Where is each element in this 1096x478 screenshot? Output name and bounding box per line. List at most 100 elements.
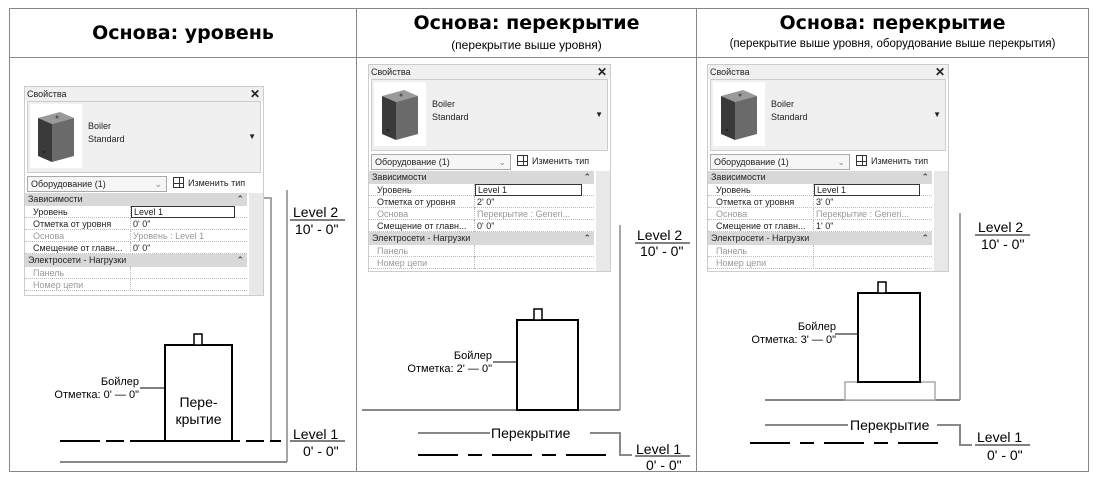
property-label: Основа xyxy=(377,208,475,220)
collapse-icon[interactable]: ⌃ xyxy=(583,233,591,243)
dropdown-arrow-icon[interactable]: ▼ xyxy=(248,132,256,141)
column-header-2: Основа: перекрытие (перекрытие выше уров… xyxy=(357,8,696,58)
level-2-elevation: 10' - 0" xyxy=(981,236,1025,252)
edit-type-icon xyxy=(517,155,528,166)
floor-label[interactable]: Перекрытие xyxy=(850,417,930,433)
property-label: Панель xyxy=(716,245,814,257)
group-header-constraints[interactable]: Зависимости⌃ xyxy=(25,193,247,206)
category-dropdown[interactable]: Оборудование (1)⌄ xyxy=(27,176,167,192)
property-value[interactable]: 2' 0" xyxy=(477,197,495,207)
collapse-icon[interactable]: ⌃ xyxy=(921,172,929,182)
column-subtitle: (перекрытие выше уровня) xyxy=(451,38,602,52)
property-value: Перекрытие : Generi... xyxy=(477,209,571,219)
collapse-icon[interactable]: ⌃ xyxy=(236,255,244,265)
boiler-name: Бойлер xyxy=(453,350,492,362)
edit-type-button[interactable]: Изменить тип xyxy=(517,155,589,166)
property-label: Уровень xyxy=(377,184,475,196)
column-divider xyxy=(356,8,357,472)
scrollbar[interactable] xyxy=(249,193,263,295)
scrollbar[interactable] xyxy=(934,171,948,271)
edit-type-button[interactable]: Изменить тип xyxy=(173,177,245,188)
group-header-electrical[interactable]: Электросети - Нагрузки⌃ xyxy=(369,232,594,245)
property-value[interactable]: 0' 0" xyxy=(133,219,151,229)
type-variant: Standard xyxy=(771,112,808,122)
close-icon[interactable]: ✕ xyxy=(249,87,260,101)
comparison-table xyxy=(9,8,1089,472)
chevron-down-icon: ⌄ xyxy=(498,157,506,167)
collapse-icon[interactable]: ⌃ xyxy=(236,194,244,204)
close-icon[interactable]: ✕ xyxy=(596,65,607,79)
group-header-electrical[interactable]: Электросети - Нагрузки⌃ xyxy=(708,232,932,245)
floor-label-line: Пере- xyxy=(179,394,218,410)
level-1-elevation: 0' - 0" xyxy=(987,447,1023,463)
property-row: Смещение от главн...0' 0" xyxy=(369,220,594,232)
close-icon[interactable]: ✕ xyxy=(934,65,945,79)
column-subtitle: (перекрытие выше уровня, оборудование вы… xyxy=(729,38,1056,50)
property-label: Номер цепи xyxy=(377,257,475,269)
level-2-label[interactable]: Level 2 xyxy=(637,227,683,243)
edit-type-button[interactable]: Изменить тип xyxy=(856,155,928,166)
property-row: Номер цепи xyxy=(369,257,594,269)
column-title: Основа: перекрытие xyxy=(779,12,1006,34)
dropdown-arrow-icon[interactable]: ▼ xyxy=(595,110,603,119)
property-value[interactable]: 0' 0" xyxy=(477,221,495,231)
boiler-tag[interactable]: Бойлер Отметка: 0' — 0" xyxy=(54,376,139,402)
boiler-tag[interactable]: Бойлер Отметка: 2' — 0" xyxy=(407,350,492,376)
level-2-label[interactable]: Level 2 xyxy=(978,219,1024,235)
property-label: Уровень xyxy=(716,184,814,196)
property-label: Номер цепи xyxy=(716,257,814,269)
boiler-name: Бойлер xyxy=(797,321,836,333)
filter-row: Оборудование (1)⌄ Изменить тип xyxy=(25,173,263,193)
diagram-2 xyxy=(362,225,690,457)
dropdown-arrow-icon[interactable]: ▼ xyxy=(933,110,941,119)
boiler-thumbnail-icon xyxy=(713,82,765,146)
property-row: Смещение от главн...0' 0" xyxy=(25,242,247,254)
level-1-label[interactable]: Level 1 xyxy=(636,441,682,457)
category-value: Оборудование (1) xyxy=(31,179,106,189)
level-2-elevation: 10' - 0" xyxy=(640,243,684,259)
property-label: Номер цепи xyxy=(33,279,131,291)
category-dropdown[interactable]: Оборудование (1) ⌄ xyxy=(371,154,511,170)
category-value: Оборудование (1) xyxy=(714,157,789,167)
level-2-label[interactable]: Level 2 xyxy=(293,204,339,220)
property-value[interactable]: Level 1 xyxy=(131,206,235,218)
level-1-label[interactable]: Level 1 xyxy=(977,429,1023,445)
diagram-3 xyxy=(750,213,1030,446)
panel-title-bar: Свойства✕ xyxy=(708,65,948,79)
category-dropdown[interactable]: Оборудование (1)⌄ xyxy=(710,154,850,170)
group-header-constraints[interactable]: Зависимости⌃ xyxy=(708,171,932,184)
property-value[interactable]: 3' 0" xyxy=(816,197,834,207)
level-1-label[interactable]: Level 1 xyxy=(293,426,339,442)
floor-label[interactable]: Перекрытие xyxy=(491,425,571,441)
property-label: Уровень xyxy=(33,206,131,218)
edit-type-icon xyxy=(173,177,184,188)
group-header-constraints[interactable]: Зависимости⌃ xyxy=(369,171,594,184)
property-value[interactable]: Level 1 xyxy=(814,184,920,196)
collapse-icon[interactable]: ⌃ xyxy=(583,172,591,182)
property-value[interactable]: 1' 0" xyxy=(816,221,834,231)
column-title: Основа: перекрытие xyxy=(413,12,640,34)
column-divider xyxy=(696,8,697,472)
property-value[interactable]: Level 1 xyxy=(475,184,582,196)
level-2-elevation: 10' - 0" xyxy=(295,221,339,237)
boiler-tag[interactable]: Бойлер Отметка: 3' — 0" xyxy=(751,321,836,347)
panel-title-bar: Свойства✕ xyxy=(25,87,263,101)
group-header-electrical[interactable]: Электросети - Нагрузки⌃ xyxy=(25,254,247,267)
edit-type-label: Изменить тип xyxy=(532,156,590,166)
property-value[interactable]: 0' 0" xyxy=(133,243,151,253)
category-value: Оборудование (1) xyxy=(375,157,450,167)
scrollbar[interactable] xyxy=(596,171,610,271)
property-row: Панель xyxy=(25,267,247,279)
collapse-icon[interactable]: ⌃ xyxy=(921,233,929,243)
